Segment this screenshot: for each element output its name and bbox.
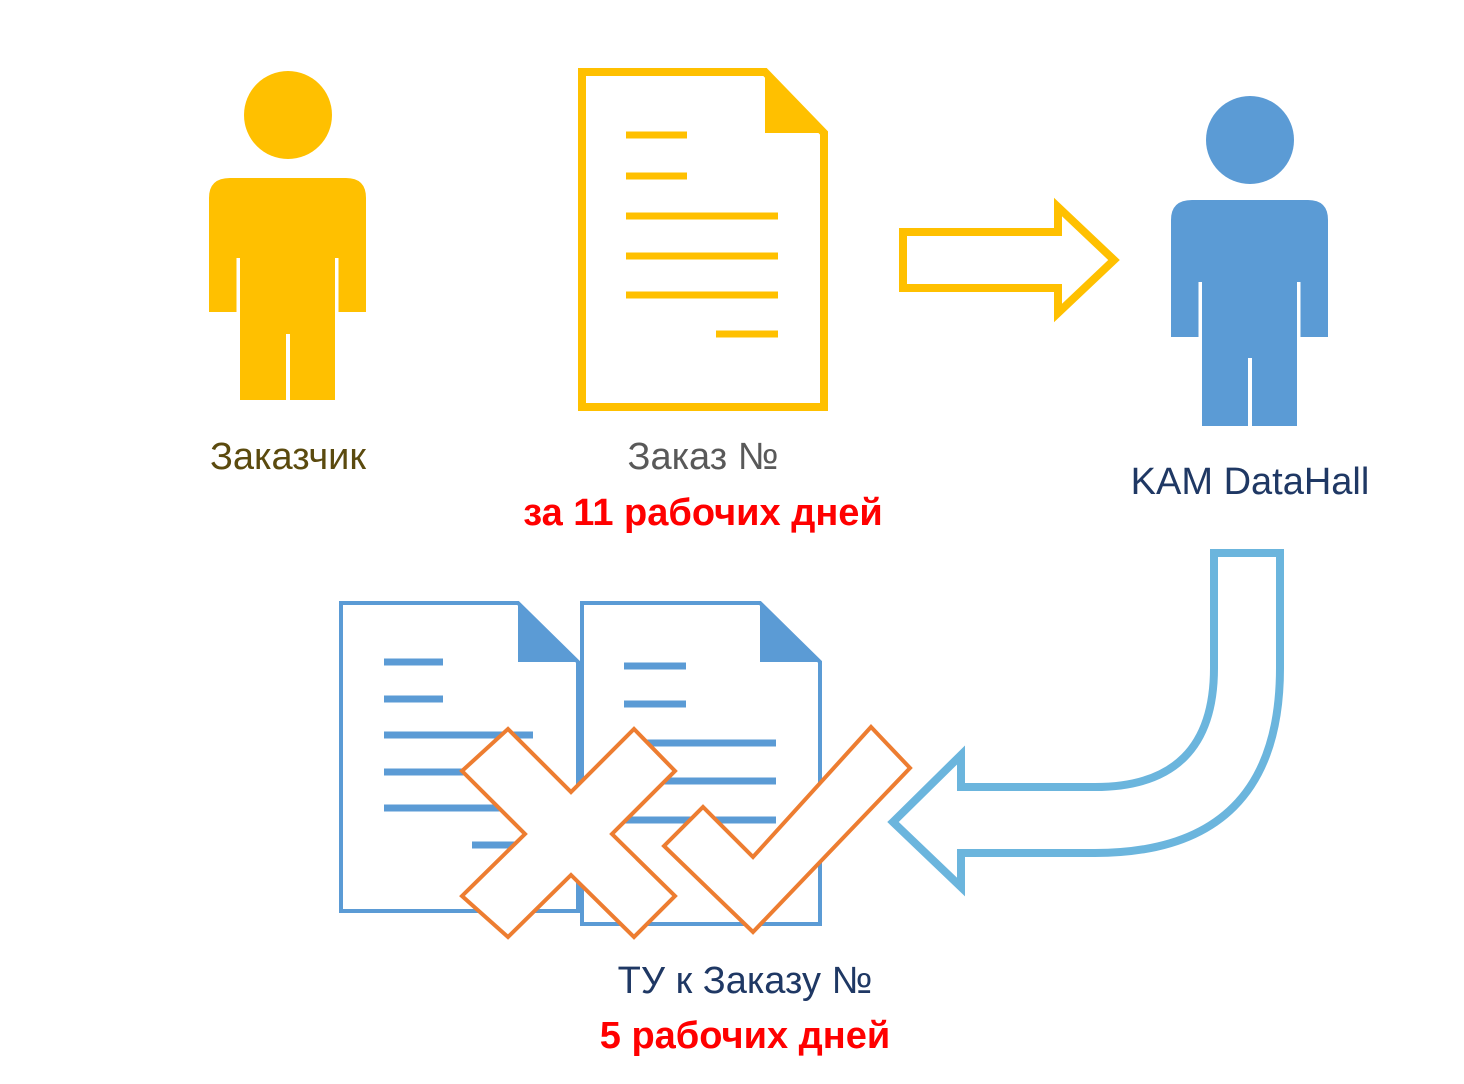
curved-arrow-icon <box>887 549 1284 897</box>
cross-mark-icon <box>459 726 678 940</box>
check-mark-icon <box>661 724 913 935</box>
order-deadline-label: за 11 рабочих дней <box>523 492 883 534</box>
order-document-icon <box>578 68 828 411</box>
right-arrow-icon <box>899 197 1120 323</box>
customer-label: Заказчик <box>209 436 367 478</box>
kam-person-icon <box>1171 96 1328 426</box>
customer-person-icon <box>209 71 366 400</box>
kam-label: KAM DataHall <box>1130 461 1370 503</box>
tu-deadline-label: 5 рабочих дней <box>599 1015 891 1057</box>
tu-label: ТУ к Заказу № <box>617 960 873 1002</box>
order-label: Заказ № <box>627 436 779 478</box>
